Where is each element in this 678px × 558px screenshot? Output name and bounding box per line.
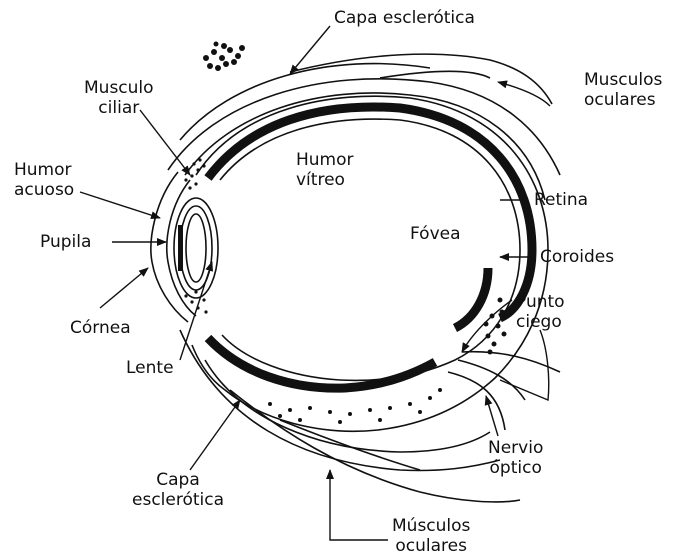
arrow-humor-acuoso [80,192,160,218]
retina-band-right [455,268,488,328]
label-musculos-oculares-bottom-line1: Músculos [392,516,470,536]
optic-nerve-lower [448,372,505,430]
bottom-tissue-dots [268,388,442,424]
label-punto-ciego: Punto ciego [516,292,565,332]
label-musculo-ciliar-line2: ciliar [84,98,154,118]
label-musculo-ciliar: Musculo ciliar [84,78,154,118]
retina-band-lower [208,338,435,388]
label-humor-vitreo-line2: vítreo [296,170,354,190]
optic-nerve-mid [458,360,525,400]
label-capa-esclerotica-bottom-line2: esclerótica [132,490,224,510]
label-musculos-oculares-bottom-line2: oculares [392,536,470,556]
muscle-top-inner [380,71,490,78]
label-humor-vitreo-line1: Humor [296,150,354,170]
arrow-capa-esclerotica-bottom [190,400,240,470]
label-musculos-oculares-bottom: Músculos oculares [392,516,470,556]
sclera-band-bottom [205,360,490,452]
label-humor-acuoso-line2: acuoso [14,180,74,200]
label-coroides: Coroides [540,247,614,267]
label-capa-esclerotica-bottom: Capa esclerótica [132,470,224,510]
arrow-musculo-ciliar [140,110,190,175]
arrow-musculos-top [498,82,550,106]
arrow-cornea [100,268,148,308]
label-musculos-oculares-top: Musculos oculares [584,70,662,110]
label-humor-acuoso: Humor acuoso [14,160,74,200]
pupil-bar [178,225,183,271]
label-punto-ciego-line1: Punto [516,292,565,312]
lens-inner [186,214,206,282]
label-fovea: Fóvea [410,224,461,244]
muscle-bottom [230,390,520,502]
label-cornea: Córnea [70,318,131,338]
arrow-musculos-bottom [330,470,388,540]
label-musculos-oculares-top-line2: oculares [584,90,662,110]
label-retina: Retina [534,190,588,210]
sclera-outer-top [180,64,430,140]
label-nervio-optico-line2: óptico [488,458,543,478]
label-humor-vitreo: Humor vítreo [296,150,354,190]
label-capa-esclerotica-top: Capa esclerótica [334,8,475,28]
optic-nerve-upper [462,352,560,372]
label-nervio-optico-line1: Nervio [488,438,543,458]
label-nervio-optico: Nervio óptico [488,438,543,478]
label-musculos-oculares-top-line1: Musculos [584,70,662,90]
label-humor-acuoso-line1: Humor [14,160,74,180]
fat-tissue-top [203,42,245,72]
label-musculo-ciliar-line1: Musculo [84,78,154,98]
label-capa-esclerotica-bottom-line1: Capa [132,470,224,490]
vitreous-boundary [220,119,520,380]
label-pupila: Pupila [40,232,91,252]
label-lente: Lente [126,358,174,378]
label-punto-ciego-line2: ciego [516,312,565,332]
